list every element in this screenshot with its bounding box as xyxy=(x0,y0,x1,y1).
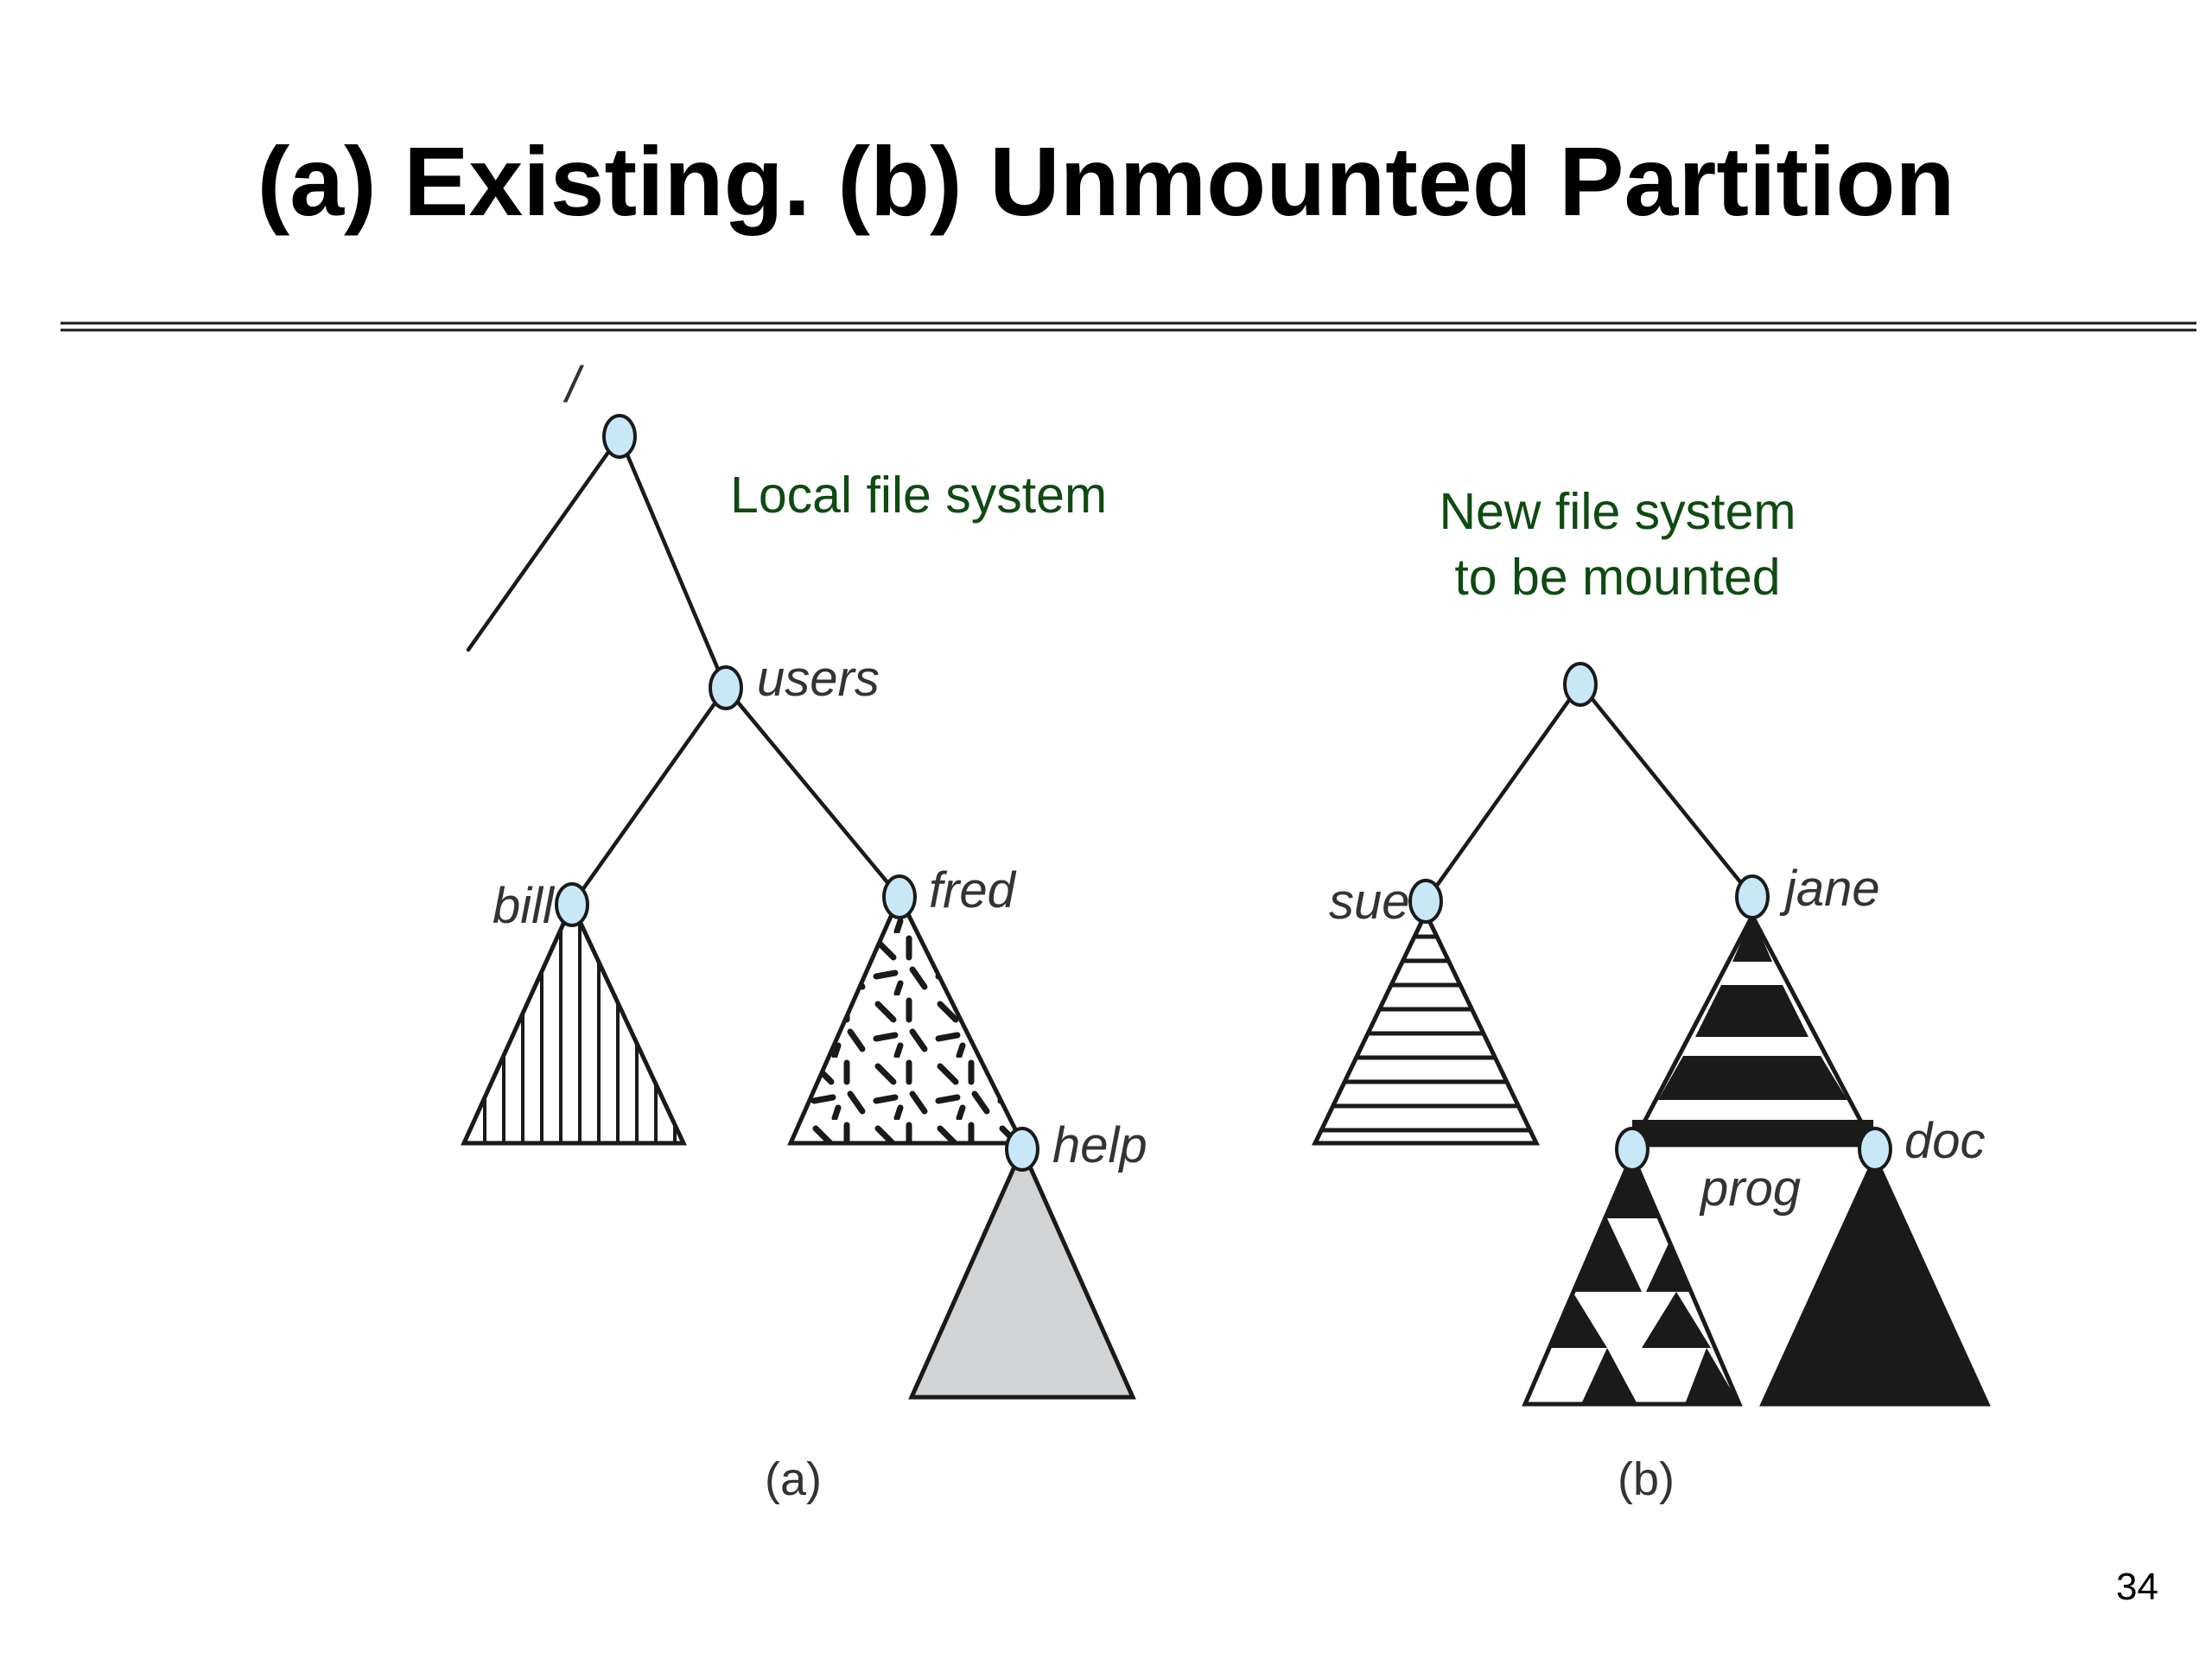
sue-label: sue xyxy=(1329,874,1410,930)
users-label: users xyxy=(757,651,880,707)
new-fs-caption-line1: New file system xyxy=(1439,483,1796,540)
edge-users-bill xyxy=(569,685,728,907)
slide-title: (a) Existing. (b) Unmounted Partition xyxy=(257,127,1955,236)
edge-users-fred xyxy=(723,685,902,899)
sue-subtree xyxy=(1312,908,1540,1146)
b-root-node xyxy=(1563,662,1598,707)
jane-subtree xyxy=(1628,911,1878,1147)
sue-node xyxy=(1408,879,1443,924)
fred-subtree xyxy=(787,892,1027,1146)
prog-label: prog xyxy=(1699,1160,1801,1217)
jane-node xyxy=(1735,874,1770,919)
help-node xyxy=(1005,1127,1039,1172)
new-fs-caption-line2: to be mounted xyxy=(1454,549,1780,606)
doc-subtree xyxy=(1759,1152,1991,1407)
bill-label: bill xyxy=(493,878,556,934)
edge-broot-sue xyxy=(1423,682,1583,904)
bill-subtree xyxy=(461,899,687,1146)
edge-broot-jane xyxy=(1578,682,1755,899)
fred-node xyxy=(882,874,917,919)
fred-label: fred xyxy=(929,862,1017,918)
jane-label: jane xyxy=(1779,861,1880,917)
panel-b-sublabel: (b) xyxy=(1618,1453,1675,1505)
help-label: help xyxy=(1052,1117,1147,1173)
doc-node xyxy=(1858,1127,1892,1172)
users-node xyxy=(709,665,743,710)
prog-node xyxy=(1615,1127,1649,1172)
local-fs-caption: Local file system xyxy=(730,467,1107,524)
title-divider xyxy=(60,321,2196,332)
panel-a-sublabel: (a) xyxy=(765,1453,822,1505)
page-number: 34 xyxy=(2116,1566,2158,1608)
root-label: / xyxy=(563,357,585,413)
bill-node xyxy=(555,882,589,927)
edge-root-stub xyxy=(466,434,622,652)
doc-label: doc xyxy=(1904,1113,1986,1169)
help-subtree xyxy=(908,1143,1136,1400)
root-node xyxy=(602,414,637,459)
edge-root-users xyxy=(617,434,728,690)
